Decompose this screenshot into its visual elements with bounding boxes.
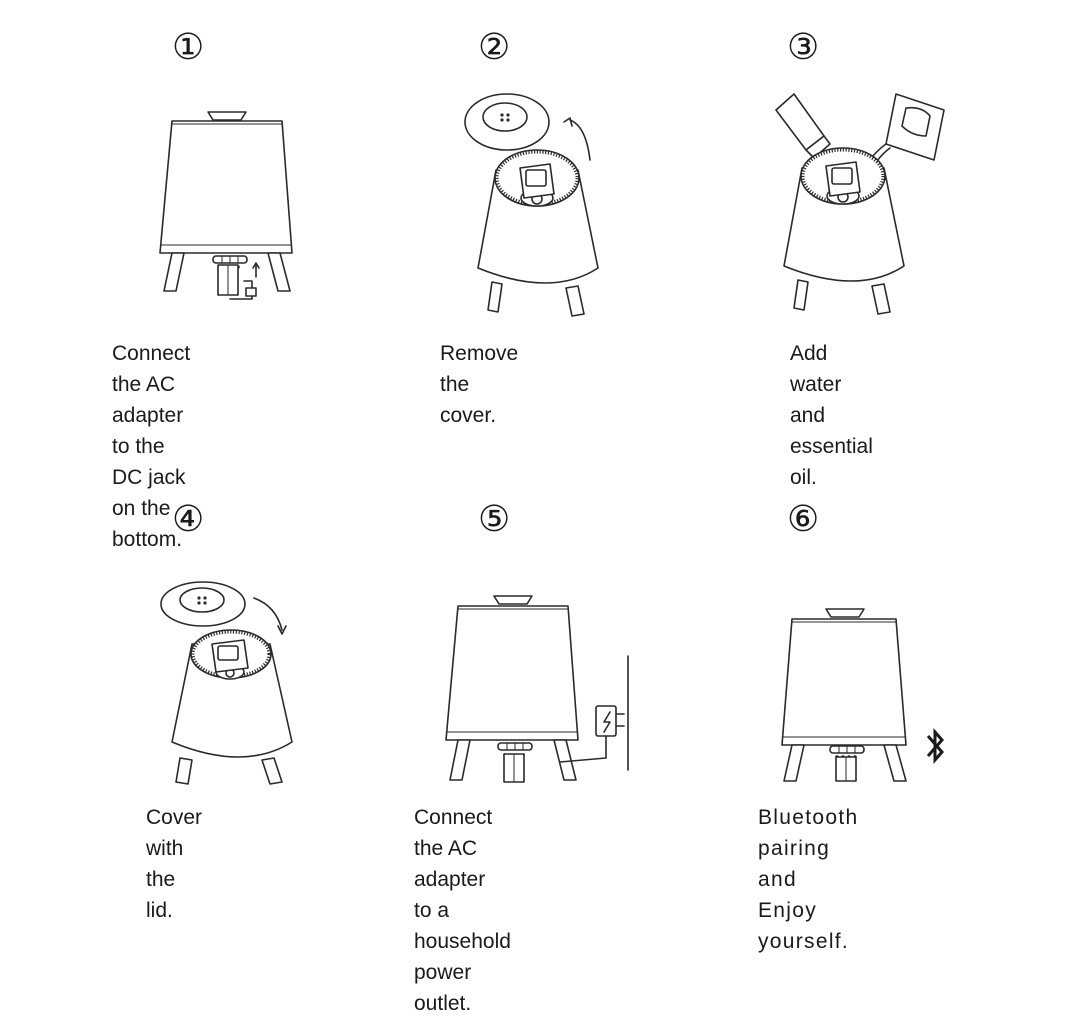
step-2-number: ② bbox=[478, 27, 511, 68]
diffuser-cover-removed-icon bbox=[464, 93, 599, 317]
step-3-number: ③ bbox=[787, 27, 820, 68]
diffuser-with-dc-plug-icon bbox=[159, 111, 293, 300]
step-4-caption: Cover with the lid. bbox=[146, 806, 203, 922]
water-and-oil-pouring-icon bbox=[775, 93, 945, 315]
step-6-number: ⑥ bbox=[787, 499, 820, 540]
step-5-number: ⑤ bbox=[478, 499, 511, 540]
step-4-number: ④ bbox=[172, 499, 205, 540]
step-2-caption: Remove the cover. bbox=[440, 342, 519, 427]
step-3-caption: Add water and essential oil. bbox=[790, 342, 873, 489]
diffuser-device-icon bbox=[781, 608, 907, 782]
diffuser-cover-placing-icon bbox=[160, 581, 293, 785]
step-5-caption: Connect the AC adapter to a household po… bbox=[414, 806, 511, 1015]
step-6-caption: Bluetooth pairing and Enjoy yourself. bbox=[758, 806, 859, 953]
diffuser-plugged-into-wall-icon bbox=[445, 595, 629, 783]
bluetooth-icon bbox=[926, 728, 944, 764]
step-1-caption: Connect the AC adapter to the DC jack on… bbox=[112, 342, 191, 551]
step-1-number: ① bbox=[172, 27, 205, 68]
